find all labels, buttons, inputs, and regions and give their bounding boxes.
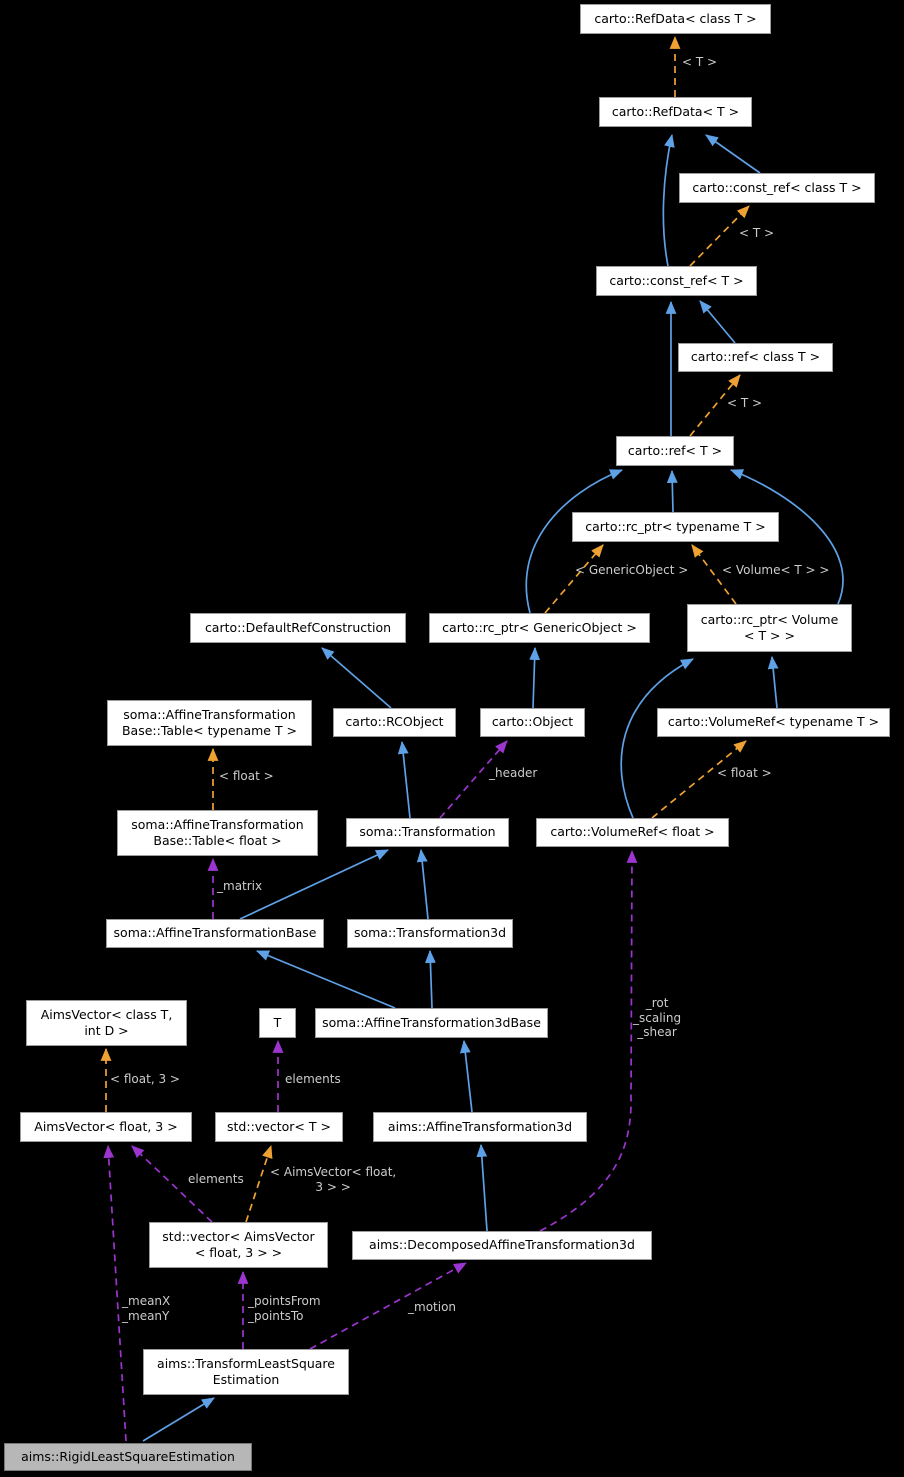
edge-label-std-vector-aimsvector-to-aimsvector-float-3: elements (188, 1172, 244, 1186)
inheritance-edge-rc-ptr-genericobject-to-ref-t (525, 469, 624, 614)
edge-label-std-vector-t-to-t: elements (285, 1072, 341, 1086)
inheritance-edge-volumeref-typename-t-to-rc-ptr-volume-t (767, 655, 779, 709)
class-node-affine-transformation3d-base[interactable]: soma::AffineTransformation3dBase (315, 1008, 548, 1038)
edge-label-aimsvector-float-3-to-aimsvector-class-t-int-d: < float, 3 > (110, 1072, 180, 1086)
class-node-ref-class-t[interactable]: carto::ref< class T > (678, 343, 833, 372)
class-node-t[interactable]: T (259, 1008, 296, 1038)
edge-label-std-vector-aimsvector-to-std-vector-t: < AimsVector< float, 3 > > (270, 1165, 397, 1194)
inheritance-edge-affine-transformation3d-base-to-affine-transformation-base (255, 950, 396, 1009)
class-node-rc-ptr-genericobject[interactable]: carto::rc_ptr< GenericObject > (429, 613, 650, 643)
class-node-default-ref-construction[interactable]: carto::DefaultRefConstruction (190, 613, 406, 643)
inheritance-edge-const-ref-class-t-to-refdata-t (705, 134, 761, 174)
class-node-rc-ptr-volume-t[interactable]: carto::rc_ptr< Volume < T > > (687, 604, 852, 652)
edge-label-transformation-to-object: _header (489, 766, 538, 780)
class-node-object[interactable]: carto::Object (480, 708, 585, 737)
inheritance-edge-transformation3d-to-transformation (416, 848, 429, 920)
usage-edge-transform-least-square-estimation-to-decomposed-affine-transformation3d (309, 1262, 467, 1350)
inheritance-edge-object-to-rc-ptr-genericobject (529, 646, 541, 709)
class-node-volumeref-float[interactable]: carto::VolumeRef< float > (536, 818, 729, 847)
class-node-std-vector-t[interactable]: std::vector< T > (215, 1112, 343, 1142)
usage-edge-transformation-to-object (439, 740, 508, 819)
class-node-table-float[interactable]: soma::AffineTransformation Base::Table< … (117, 810, 318, 856)
template-edge-ref-t-to-ref-class-t (689, 374, 741, 437)
usage-edge-rigid-least-square-estimation-to-aimsvector-float-3 (103, 1144, 127, 1442)
class-node-aims-affine-transformation3d[interactable]: aims::AffineTransformation3d (373, 1112, 587, 1142)
edge-label-table-float-to-table-typename-t: < float > (219, 769, 274, 783)
edge-label-rigid-least-square-estimation-to-aimsvector-float-3: _meanX _meanY (122, 1294, 171, 1323)
usage-edge-decomposed-affine-transformation3d-to-volumeref-float (539, 849, 638, 1232)
inheritance-edge-rigid-least-square-estimation-to-transform-least-square-estimation (142, 1397, 215, 1442)
edge-label-rc-ptr-volume-t-to-rc-ptr-typename-t: < Volume< T > > (722, 563, 830, 577)
template-edge-std-vector-aimsvector-to-std-vector-t (245, 1144, 273, 1223)
class-node-refdata-class-t[interactable]: carto::RefData< class T > (580, 4, 771, 34)
class-node-affine-transformation-base[interactable]: soma::AffineTransformationBase (106, 919, 324, 948)
edge-label-affine-transformation-base-to-table-float: _matrix (217, 879, 263, 893)
class-node-ref-t[interactable]: carto::ref< T > (616, 436, 734, 466)
inheritance-edge-affine-transformation3d-base-to-transformation3d (425, 949, 436, 1009)
inheritance-edge-rcobject-to-default-ref-construction (321, 647, 392, 709)
inheritance-edge-volumeref-float-to-rc-ptr-volume-t (620, 658, 694, 819)
inheritance-edge-decomposed-affine-transformation3d-to-aims-affine-transformation3d (476, 1143, 488, 1232)
inheritance-edge-const-ref-t-to-refdata-t (662, 133, 675, 267)
inheritance-edge-transformation-to-rcobject (397, 740, 411, 819)
edge-label-ref-t-to-ref-class-t: < T > (727, 396, 763, 410)
inheritance-edge-aims-affine-transformation3d-to-affine-transformation3d-base (459, 1039, 473, 1113)
class-node-transformation3d[interactable]: soma::Transformation3d (347, 919, 513, 948)
edge-label-refdata-t-to-refdata-class-t: < T > (682, 55, 718, 69)
class-node-table-typename-t[interactable]: soma::AffineTransformation Base::Table< … (107, 700, 312, 746)
class-node-decomposed-affine-transformation3d[interactable]: aims::DecomposedAffineTransformation3d (352, 1231, 652, 1260)
edge-label-rc-ptr-genericobject-to-rc-ptr-typename-t: < GenericObject > (575, 563, 689, 577)
class-node-aimsvector-float-3[interactable]: AimsVector< float, 3 > (20, 1112, 192, 1142)
class-node-rc-ptr-typename-t[interactable]: carto::rc_ptr< typename T > (572, 512, 779, 542)
template-edge-rc-ptr-genericobject-to-rc-ptr-typename-t (544, 544, 604, 614)
class-node-transformation[interactable]: soma::Transformation (346, 818, 509, 847)
class-node-rcobject[interactable]: carto::RCObject (333, 708, 456, 737)
class-node-volumeref-typename-t[interactable]: carto::VolumeRef< typename T > (657, 708, 890, 737)
inheritance-edge-rc-ptr-typename-t-to-ref-t (666, 469, 678, 513)
inheritance-edge-ref-class-t-to-const-ref-t (699, 300, 736, 344)
class-node-rigid-least-square-estimation[interactable]: aims::RigidLeastSquareEstimation (4, 1443, 252, 1471)
class-node-const-ref-t[interactable]: carto::const_ref< T > (596, 266, 757, 296)
edge-label-const-ref-t-to-const-ref-class-t: < T > (739, 226, 775, 240)
class-node-transform-least-square-estimation[interactable]: aims::TransformLeastSquare Estimation (143, 1349, 349, 1395)
edge-label-transform-least-square-estimation-to-std-vector-aimsvector: _pointsFrom _pointsTo (248, 1294, 321, 1323)
edge-label-transform-least-square-estimation-to-decomposed-affine-transformation3d: _motion (408, 1300, 457, 1314)
class-node-std-vector-aimsvector[interactable]: std::vector< AimsVector < float, 3 > > (149, 1222, 328, 1268)
class-node-aimsvector-class-t-int-d[interactable]: AimsVector< class T, int D > (26, 1000, 187, 1046)
edge-label-volumeref-float-to-volumeref-typename-t: < float > (717, 766, 772, 780)
edge-label-decomposed-affine-transformation3d-to-volumeref-float: _rot _scaling _shear (633, 996, 682, 1040)
usage-edge-std-vector-aimsvector-to-aimsvector-float-3 (131, 1145, 213, 1223)
class-node-const-ref-class-t[interactable]: carto::const_ref< class T > (679, 173, 875, 203)
inheritance-edge-rc-ptr-volume-t-to-ref-t (729, 469, 844, 605)
template-edge-const-ref-t-to-const-ref-class-t (689, 205, 750, 267)
template-edge-volumeref-float-to-volumeref-typename-t (651, 740, 747, 819)
inheritance-edge-affine-transformation-base-to-transformation (239, 849, 389, 920)
class-node-refdata-t[interactable]: carto::RefData< T > (599, 97, 752, 127)
template-edge-rc-ptr-volume-t-to-rc-ptr-typename-t (691, 544, 737, 605)
